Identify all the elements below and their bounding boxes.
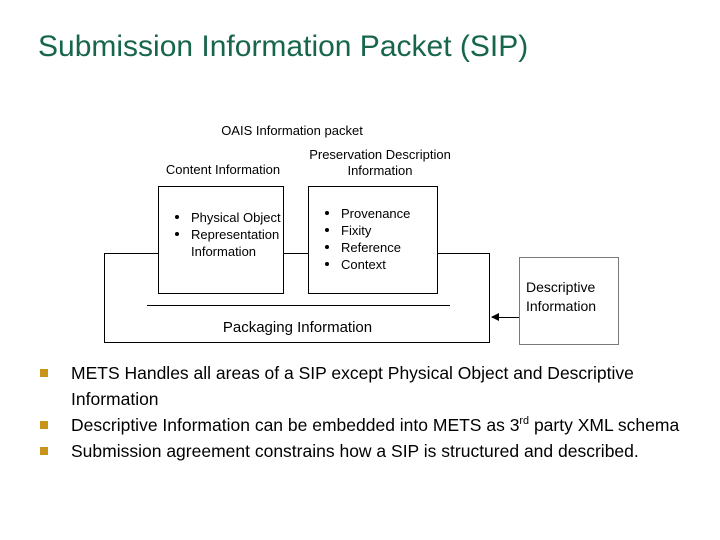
list-item: Fixity [323,222,410,239]
bullet-superscript: rd [519,415,530,428]
page-title: Submission Information Packet (SIP) [38,30,529,63]
list-item: Provenance [323,205,410,222]
descriptive-information-label: Descriptive Information [526,278,614,316]
preservation-description-information-caption: Preservation Description Information [309,147,451,178]
list-item: Information [191,244,257,259]
content-information-list: Physical Object Representation Informati… [173,209,281,260]
bullet-text-after: party XML schema [529,415,680,435]
list-item: Representation [173,226,281,243]
list-item: METS Handles all areas of a SIP except P… [36,360,686,412]
list-item: Reference [323,239,410,256]
descriptive-information-arrow-icon [491,311,520,324]
list-item: Context [323,256,410,273]
body-bullet-list: METS Handles all areas of a SIP except P… [36,360,686,464]
list-item: Descriptive Information can be embedded … [36,412,686,438]
content-information-caption: Content Information [165,162,281,177]
descriptive-information-line2: Information [526,298,597,314]
bullet-text: METS Handles all areas of a SIP except P… [71,363,634,409]
preservation-description-information-box: Provenance Fixity Reference Context [308,186,438,294]
pdi-list: Provenance Fixity Reference Context [323,205,410,273]
oais-sip-diagram: OAIS Information packet Content Informat… [0,110,720,355]
packaging-divider [147,305,450,307]
bullet-text: Submission agreement constrains how a SI… [71,441,639,461]
content-information-box: Physical Object Representation Informati… [158,186,284,294]
oais-packet-caption: OAIS Information packet [221,123,363,138]
bullet-text: Descriptive Information can be embedded … [71,415,520,435]
oais-packet-left-edge [104,253,106,343]
list-item: Submission agreement constrains how a SI… [36,438,686,464]
packaging-information-label: Packaging Information [222,319,373,336]
descriptive-information-box: Descriptive Information [519,257,619,345]
list-item: Physical Object [173,209,281,226]
descriptive-information-line1: Descriptive [526,279,596,295]
